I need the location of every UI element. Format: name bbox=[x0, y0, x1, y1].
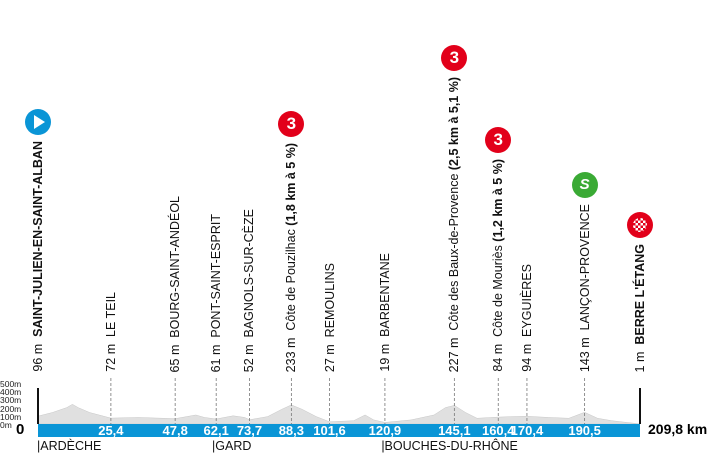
profile-area bbox=[37, 404, 641, 425]
marker-altitude: 1 m bbox=[633, 351, 647, 372]
start-km: 0 bbox=[16, 421, 25, 438]
marker-name: PONT-SAINT-ESPRIT bbox=[209, 213, 224, 338]
marker-name: BERRE L'ÉTANG bbox=[633, 243, 647, 345]
marker-altitude: 233 m bbox=[284, 337, 299, 372]
marker-altitude: 65 m bbox=[168, 344, 183, 372]
elevation-tick: 500m bbox=[0, 379, 22, 389]
marker-name: EYGUIÈRES bbox=[519, 264, 534, 338]
marker-altitude: 84 m bbox=[491, 344, 506, 372]
marker-c-te-de-pouzilhac: 3 233 m Côte de Pouzilhac (1,8 km à 5 %) bbox=[278, 110, 305, 372]
climb-cat3-icon: 3 bbox=[485, 127, 512, 154]
marker-name: BOURG-SAINT-ANDÉOL bbox=[168, 195, 183, 338]
marker-name: LE TEIL bbox=[103, 292, 118, 338]
start-icon bbox=[25, 109, 51, 136]
marker-name: BARBENTANE bbox=[377, 253, 392, 338]
marker-name: Côte des Baux-de-Provence bbox=[447, 173, 462, 331]
marker-lan-on-provence: S 143 m LANÇON-PROVENCE bbox=[571, 171, 598, 372]
marker-name: BAGNOLS-SUR-CÈZE bbox=[242, 208, 257, 338]
marker-saint-julien-en-saint-alban: 96 m SAINT-JULIEN-EN-SAINT-ALBAN bbox=[25, 109, 51, 372]
sprint-icon: S bbox=[571, 171, 598, 198]
marker-altitude: 227 m bbox=[447, 337, 462, 372]
elevation-tick: 400m bbox=[0, 387, 22, 398]
climb-cat3-icon: 3 bbox=[278, 110, 305, 137]
marker-altitude: 72 m bbox=[103, 344, 118, 372]
km-label: 62,1 bbox=[203, 423, 229, 438]
km-label: 160,4 bbox=[481, 423, 515, 438]
elevation-tick: 0m bbox=[0, 420, 12, 430]
marker-altitude: 27 m bbox=[322, 344, 337, 372]
marker-name: LANÇON-PROVENCE bbox=[577, 203, 592, 331]
climb-detail: (2,5 km à 5,1 %) bbox=[447, 76, 462, 170]
km-label: 190,5 bbox=[568, 423, 601, 438]
km-label: 25,4 bbox=[98, 423, 124, 438]
marker-berre-l-tang: 1 m BERRE L'ÉTANG bbox=[627, 211, 653, 372]
distance-bar bbox=[38, 424, 640, 437]
marker-c-te-de-mouri-s: 3 84 m Côte de Mouriès (1,2 km à 5 %) bbox=[485, 127, 512, 372]
km-label: 170,4 bbox=[510, 423, 544, 438]
km-label: 47,8 bbox=[162, 423, 188, 438]
marker-altitude: 19 m bbox=[377, 344, 392, 372]
km-label: 120,9 bbox=[368, 423, 402, 438]
marker-bagnols-sur-c-ze: 52 m BAGNOLS-SUR-CÈZE bbox=[242, 209, 256, 372]
climb-detail: (1,8 km à 5 %) bbox=[284, 142, 299, 226]
km-label: 88,3 bbox=[278, 423, 305, 438]
marker-barbentane: 19 m BARBENTANE bbox=[378, 253, 392, 372]
marker-name: Côte de Mouriès bbox=[491, 245, 506, 338]
marker-altitude: 143 m bbox=[577, 337, 592, 372]
marker-name: REMOULINS bbox=[322, 262, 337, 338]
marker-name: SAINT-JULIEN-EN-SAINT-ALBAN bbox=[31, 141, 45, 338]
elevation-tick: 200m bbox=[0, 403, 22, 414]
marker-c-te-des-baux-de-provence: 3 227 m Côte des Baux-de-Provence (2,5 km… bbox=[441, 44, 468, 372]
marker-le-teil: 72 m LE TEIL bbox=[104, 292, 118, 372]
climb-cat3-icon: 3 bbox=[441, 44, 468, 71]
marker-pont-saint-esprit: 61 m PONT-SAINT-ESPRIT bbox=[209, 214, 223, 372]
region-label: |GARD bbox=[212, 439, 252, 453]
marker-remoulins: 27 m REMOULINS bbox=[323, 263, 337, 372]
km-label: 145,1 bbox=[438, 423, 471, 438]
climb-detail: (1,2 km à 5 %) bbox=[491, 159, 506, 243]
marker-name: Côte de Pouzilhac bbox=[284, 228, 299, 331]
km-label: 73,7 bbox=[236, 423, 263, 438]
finish-icon bbox=[627, 211, 653, 238]
marker-altitude: 94 m bbox=[519, 344, 534, 372]
marker-altitude: 96 m bbox=[31, 344, 45, 372]
marker-altitude: 61 m bbox=[209, 344, 224, 372]
km-label: 101,6 bbox=[313, 423, 346, 438]
marker-eygui-res: 94 m EYGUIÈRES bbox=[520, 264, 534, 372]
elevation-tick: 100m bbox=[0, 411, 22, 422]
region-label: |BOUCHES-DU-RHÔNE bbox=[381, 439, 518, 453]
marker-altitude: 52 m bbox=[242, 344, 257, 372]
total-distance: 209,8 km bbox=[648, 421, 708, 437]
marker-bourg-saint-and-ol: 65 m BOURG-SAINT-ANDÉOL bbox=[168, 196, 182, 372]
region-label: |ARDÈCHE bbox=[37, 439, 102, 453]
elevation-tick: 300m bbox=[0, 395, 22, 406]
